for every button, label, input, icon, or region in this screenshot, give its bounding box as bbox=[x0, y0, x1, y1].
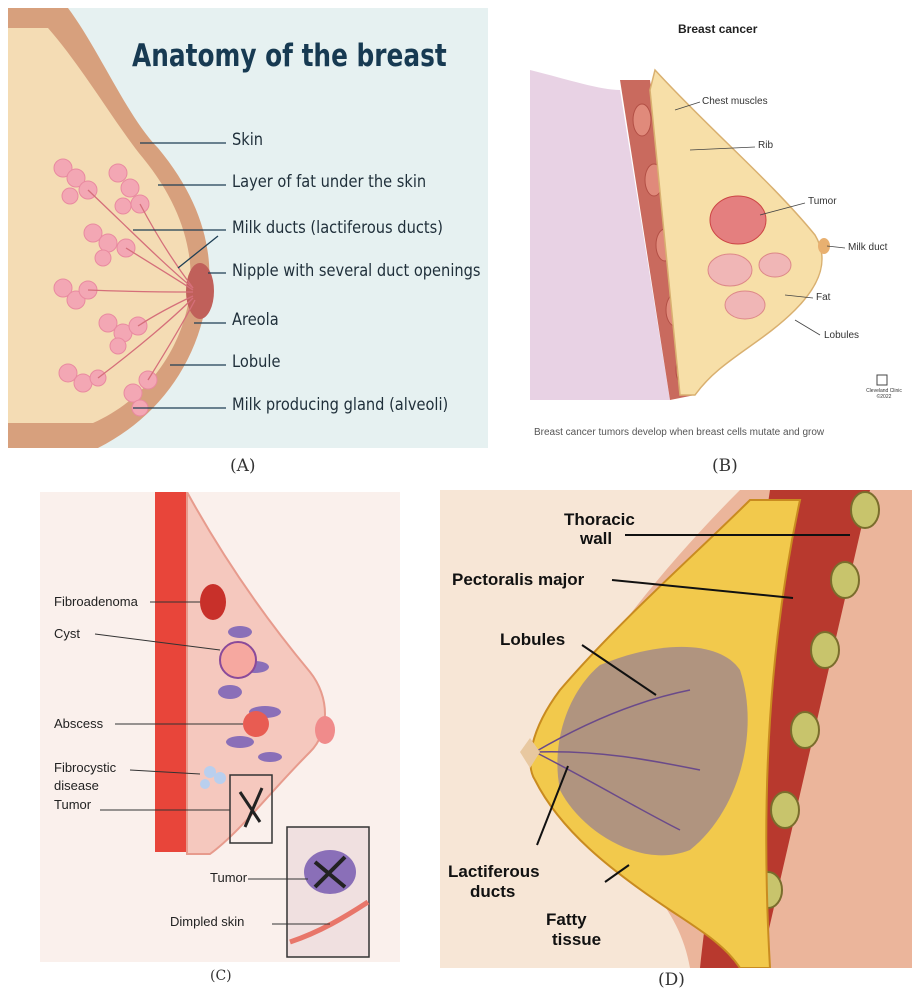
panel-b-footnote: Breast cancer tumors develop when breast… bbox=[534, 427, 824, 438]
label-chest-muscles: Chest muscles bbox=[702, 96, 768, 107]
label-lobule: Lobule bbox=[232, 352, 280, 372]
label-lactiferous: Lactiferous bbox=[448, 862, 540, 882]
label-fibrocystic: Fibrocystic bbox=[54, 760, 116, 775]
caption-c: (C) bbox=[210, 968, 232, 984]
label-cyst: Cyst bbox=[54, 626, 80, 641]
label-fibroadenoma: Fibroadenoma bbox=[54, 594, 138, 609]
label-ducts: ducts bbox=[470, 882, 515, 902]
label-abscess: Abscess bbox=[54, 716, 103, 731]
label-milk-ducts: Milk ducts (lactiferous ducts) bbox=[232, 218, 443, 238]
caption-b: (B) bbox=[712, 456, 738, 476]
panel-c: Fibroadenoma Cyst Abscess Fibrocystic di… bbox=[40, 492, 400, 962]
label-wall: wall bbox=[580, 529, 612, 549]
clinic-logo: Cleveland Clinic ©2022 bbox=[864, 388, 904, 400]
panel-a: Anatomy of the breast Skin Layer of fat … bbox=[8, 8, 488, 448]
label-tumor: Tumor bbox=[808, 196, 837, 207]
label-dimpled-skin: Dimpled skin bbox=[170, 914, 244, 929]
label-rib: Rib bbox=[758, 140, 773, 151]
label-tumor-inset: Tumor bbox=[210, 870, 247, 885]
caption-a: (A) bbox=[230, 456, 256, 476]
label-disease: disease bbox=[54, 778, 99, 793]
panel-b-title: Breast cancer bbox=[678, 22, 757, 36]
panel-b: Breast cancer Chest muscles Rib Tumor Mi… bbox=[530, 10, 912, 450]
label-thoracic: Thoracic bbox=[564, 510, 635, 530]
label-tissue: tissue bbox=[552, 930, 601, 950]
panel-d: Thoracic wall Pectoralis major Lobules L… bbox=[440, 490, 912, 968]
label-nipple: Nipple with several duct openings bbox=[232, 261, 481, 281]
label-lobules: Lobules bbox=[824, 330, 859, 341]
label-pectoralis-major: Pectoralis major bbox=[452, 570, 584, 590]
label-fat: Fat bbox=[816, 292, 830, 303]
label-alveoli: Milk producing gland (alveoli) bbox=[232, 395, 448, 415]
label-lobules-d: Lobules bbox=[500, 630, 565, 650]
panel-b-illustration bbox=[530, 10, 912, 450]
label-areola: Areola bbox=[232, 310, 279, 330]
panel-a-title: Anatomy of the breast bbox=[132, 38, 447, 74]
label-milk-duct: Milk duct bbox=[848, 242, 887, 253]
label-fat-layer: Layer of fat under the skin bbox=[232, 172, 426, 192]
label-tumor-c: Tumor bbox=[54, 797, 91, 812]
label-skin: Skin bbox=[232, 130, 263, 150]
caption-d: (D) bbox=[658, 970, 685, 990]
label-fatty: Fatty bbox=[546, 910, 587, 930]
